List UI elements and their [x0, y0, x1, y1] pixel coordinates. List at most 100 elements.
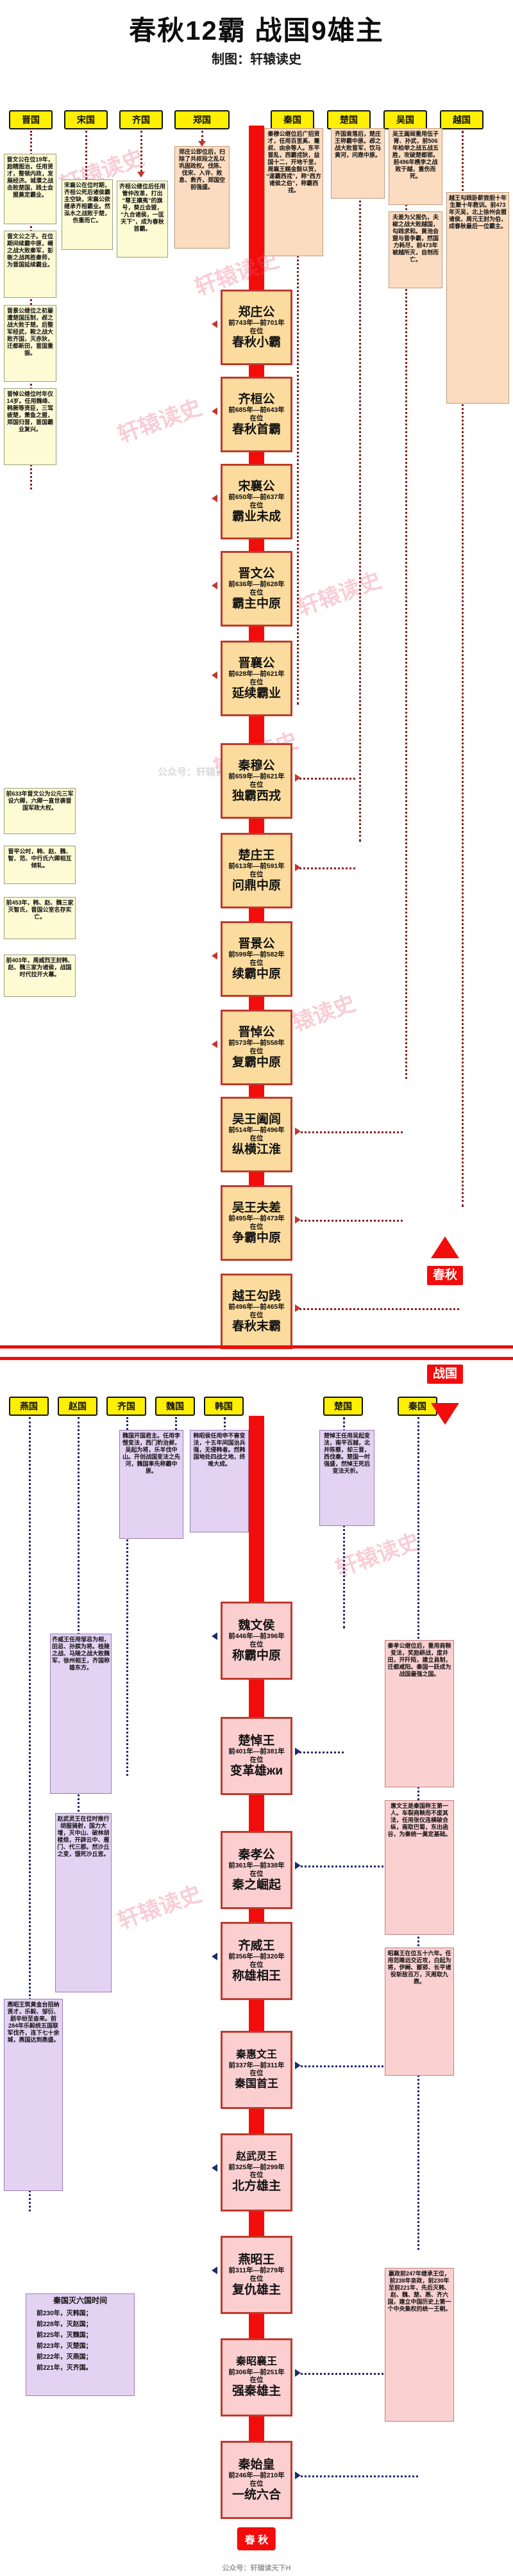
figure-years: 前599年—前582年	[228, 951, 285, 959]
guide-qi	[140, 131, 142, 176]
figure-sa-9[interactable]: 吴王阖闾 前514年—前496年 在位 纵横江淮	[221, 1097, 292, 1172]
arrow-to-fig-11	[295, 1304, 301, 1312]
figure-ws-0[interactable]: 魏文侯 前446年—前396年 在位 称霸中原	[221, 1602, 292, 1680]
footer-era-badge: 春 秋	[237, 2527, 276, 2550]
figure-years: 前246年—前210年	[228, 2472, 285, 2480]
figure-name: 晋文公	[238, 566, 275, 580]
tab-ws-zhao[interactable]: 赵国	[58, 1397, 97, 1416]
figure-sa-3[interactable]: 晋文公 前636年—前628年 在位 霸主中原	[221, 551, 292, 627]
figure-name: 齐威王	[238, 1939, 275, 1953]
note-sa-13: 吴王阖闾重用伍子胥、孙武，前506年柏举之战五战五胜，攻破楚都郢。前496年槜李…	[389, 128, 442, 205]
figure-name: 秦穆公	[238, 759, 275, 773]
watermark-brand: 轩辕读史	[114, 395, 205, 448]
figure-sa-8[interactable]: 晋悼公 前573年—前558年 在位 复霸中原	[221, 1010, 292, 1085]
era-arrow-warring-states	[431, 1403, 459, 1425]
qin-unify-row: 前222年，灭燕国；	[37, 2353, 92, 2361]
figure-years: 前743年—前701年	[228, 319, 285, 327]
note-ws-7: 惠文王是秦国称王第一人。车裂商鞅而不废其法，任用张仪连横破合纵，南取巴蜀，东出函…	[385, 1800, 454, 1935]
figure-name: 宋襄公	[238, 479, 275, 493]
figure-sa-6[interactable]: 楚庄王 前613年—前591年 在位 问鼎中原	[221, 833, 292, 908]
era-divider-top	[0, 1345, 513, 1349]
tab-sa-song[interactable]: 宋国	[64, 110, 108, 129]
tab-sa-chu[interactable]: 楚国	[327, 110, 371, 129]
guide-zheng	[201, 131, 203, 145]
figure-sa-11[interactable]: 越王勾践 前496年—前465年 在位 春秋末霸	[221, 1274, 292, 1349]
tab-ws-han[interactable]: 韩国	[204, 1397, 244, 1416]
figure-name: 齐桓公	[238, 392, 275, 406]
note-sa-9: 齐桓公继位后任用管仲改革，打出“尊王攘夷”的旗号，葵丘会盟，“九合诸侯，一匡天下…	[117, 181, 168, 258]
figure-sa-2[interactable]: 宋襄公 前650年—前637年 在位 霸业未成	[221, 464, 292, 539]
figure-years: 前573年—前558年	[228, 1039, 285, 1047]
note-sa-2: 晋景公继位之初屡遭楚国压制，邲之战大败于楚。后整军经武，鞍之战大败齐国，灭赤狄，…	[4, 305, 56, 382]
figure-epithet: 问鼎中原	[231, 878, 281, 892]
figure-years: 前325年—前299年	[228, 2163, 285, 2171]
figure-ws-7[interactable]: 秦昭襄王 前306年—前251年 在位 强秦雄主	[221, 2338, 292, 2416]
note-sa-15: 越王勾践卧薪尝胆十年生聚十年教训。前473年灭吴，北上徐州会盟诸侯，周元王封为伯…	[446, 192, 509, 404]
tab-sa-jin[interactable]: 晋国	[9, 110, 53, 129]
qin-unification-title: 秦国灭六国时间	[53, 2296, 107, 2305]
footer-watermark: 公众号：轩辕读天下H	[222, 2564, 291, 2572]
qin-unification-table: 秦国灭六国时间 前230年，灭韩国； 前228年，灭赵国； 前225年，灭魏国；…	[26, 2293, 135, 2396]
figure-name: 晋襄公	[238, 656, 275, 670]
link-ws-chu	[296, 1752, 344, 1753]
figure-sa-4[interactable]: 晋襄公 前628年—前621年 在位 延续霸业	[221, 641, 292, 716]
note-ws-1: 赵武灵王在位时推行胡服骑射，国力大增，灭中山、破林胡楼烦，开辟云中、雁门、代三郡…	[55, 1813, 112, 1992]
figure-sa-5[interactable]: 秦穆公 前659年—前621年 在位 独霸西戎	[221, 743, 292, 819]
tab-sa-yue[interactable]: 越国	[440, 110, 484, 129]
figure-ws-2[interactable]: 秦孝公 前361年—前338年 在位 秦之崛起	[221, 1831, 292, 1909]
qin-unify-row: 前221年，灭齐国。	[37, 2364, 92, 2372]
arrow-to-fig-10	[295, 1216, 301, 1224]
tab-ws-wei[interactable]: 魏国	[155, 1397, 195, 1416]
figure-epithet: 强秦雄主	[231, 2384, 281, 2398]
figure-epithet: 复霸中原	[231, 1055, 281, 1069]
tab-sa-wu[interactable]: 吴国	[383, 110, 427, 129]
tab-sa-zheng[interactable]: 郑国	[174, 110, 230, 129]
arrow-to-ws-2	[295, 1862, 301, 1869]
page-subtitle: 制图：轩辕读史	[212, 53, 301, 67]
figure-years: 前659年—前621年	[228, 773, 285, 781]
arrow-to-fig-0	[212, 320, 217, 328]
arrow-into-qi-note	[137, 172, 145, 177]
figure-years: 前401年—前381年	[228, 1748, 285, 1756]
figure-name: 楚庄王	[238, 848, 275, 862]
note-sa-7: 前403年，周威烈王封韩、赵、魏三家为诸侯，战国时代拉开大幕。	[4, 955, 76, 997]
figure-ws-4[interactable]: 秦惠文王 前337年—前311年 在位 秦国首王	[221, 2031, 292, 2109]
figure-epithet: 延续霸业	[231, 686, 281, 700]
figure-ws-8[interactable]: 秦始皇 前246年—前210年 在位 一统六合	[221, 2441, 292, 2519]
figure-ws-1[interactable]: 楚悼王 前401年—前381年 在位 变革雄жи	[221, 1717, 292, 1795]
figure-years: 前311年—前279年	[228, 2267, 285, 2275]
figure-name: 吴王夫差	[231, 1201, 281, 1215]
link-wu2	[296, 1220, 403, 1222]
figure-ws-5[interactable]: 赵武灵王 前325年—前299年 在位 北方雄主	[221, 2133, 292, 2211]
arrow-to-fig-2	[212, 495, 217, 502]
era-divider-bottom	[0, 1357, 513, 1360]
note-ws-9: 嬴政前247年继承王位，前238年亲政，前230年至前221年，先后灭韩、赵、魏…	[385, 2268, 454, 2422]
figure-reign: 在位	[249, 1134, 264, 1142]
figure-ws-6[interactable]: 燕昭王 前311年—前279年 在位 复仇雄主	[221, 2236, 292, 2314]
figure-sa-0[interactable]: 郑庄公 前743年—前701年 在位 春秋小霸	[221, 290, 292, 365]
figure-epithet: 变革雄жи	[230, 1764, 283, 1778]
figure-name: 魏文侯	[238, 1618, 275, 1632]
guide-ws-yan	[29, 1417, 31, 2211]
tab-sa-qi[interactable]: 齐国	[119, 110, 163, 129]
link-wu	[296, 1131, 403, 1133]
arrow-to-ws-8	[295, 2472, 301, 2479]
tab-ws-yan[interactable]: 燕国	[9, 1397, 49, 1416]
figure-epithet: 霸主中原	[231, 596, 281, 611]
arrow-to-ws-7	[295, 2369, 301, 2377]
figure-reign: 在位	[249, 1755, 264, 1764]
figure-epithet: 争霸中原	[231, 1231, 281, 1245]
tab-sa-qin[interactable]: 秦国	[271, 110, 314, 129]
arrow-to-fig-3	[212, 582, 217, 589]
note-sa-10: 郑庄公即位后，扫除了共叔段之乱以巩固政权。伐陈、伐宋、入许、败息、救齐，郑国空前…	[174, 146, 230, 249]
figure-sa-7[interactable]: 晋景公 前599年—前582年 在位 续霸中原	[221, 921, 292, 997]
tab-ws-qi[interactable]: 齐国	[106, 1397, 146, 1416]
figure-ws-3[interactable]: 齐威王 前356年—前320年 在位 称雄相王	[221, 1922, 292, 2000]
figure-years: 前361年—前338年	[228, 1862, 285, 1870]
arrow-to-fig-4	[212, 671, 217, 679]
tab-ws-chu[interactable]: 楚国	[323, 1397, 363, 1416]
link-chu2	[296, 867, 355, 869]
tab-ws-qin[interactable]: 秦国	[398, 1397, 437, 1416]
figure-sa-10[interactable]: 吴王夫差 前495年—前473年 在位 争霸中原	[221, 1185, 292, 1261]
figure-sa-1[interactable]: 齐桓公 前685年—前643年 在位 春秋首霸	[221, 377, 292, 452]
